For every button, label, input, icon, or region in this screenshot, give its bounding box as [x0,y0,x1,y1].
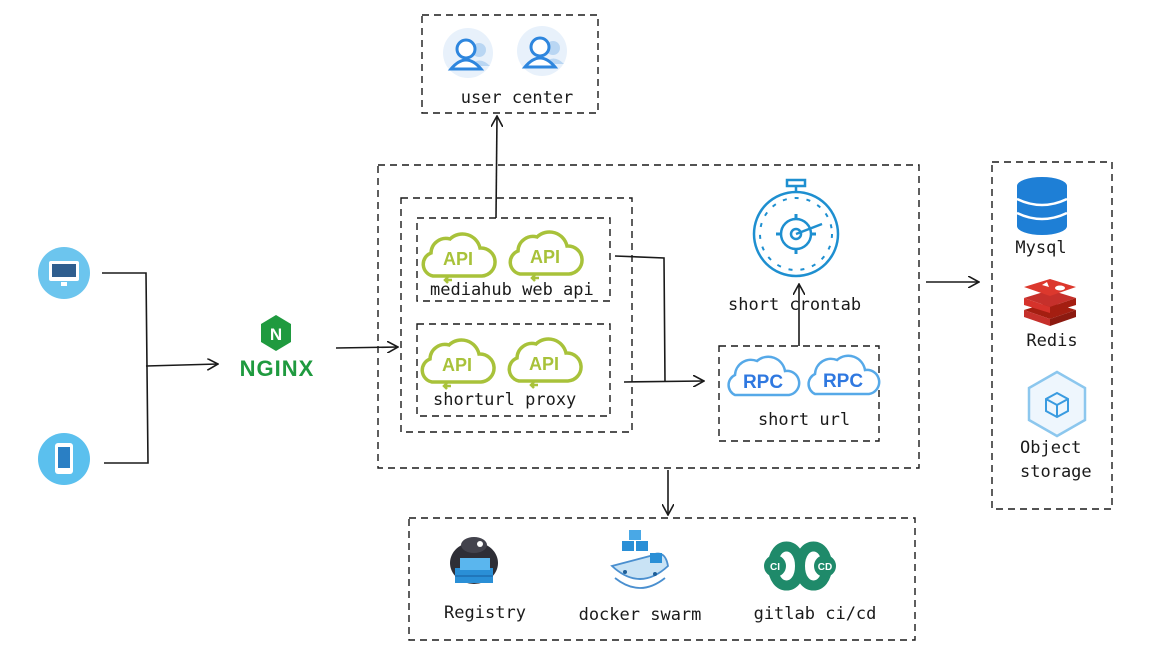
registry-icon [450,537,498,584]
object-storage-label-line2: storage [1020,462,1092,482]
user-icon-1 [441,26,495,80]
shorturl-proxy-label: shorturl proxy [433,390,577,410]
mediahub-to-rpc-line [614,255,666,383]
mediahub-api-icon-2 [508,230,584,283]
svg-text:N: N [270,325,282,344]
user-icon-2 [515,24,569,78]
proxy-to-rpc-arrow [623,381,704,382]
storage-box [991,161,1113,510]
mobile-client-icon [38,433,90,485]
nginx-wordmark: NGINX [240,356,315,381]
gateway-box [400,197,633,433]
clients-to-nginx-arrow [145,364,218,366]
redis-icon [1024,279,1076,326]
client-merge-line [102,272,149,464]
core-services-box [377,164,920,469]
mediahub-box [416,217,611,302]
svg-text:CD: CD [818,562,832,573]
proxy-api-icon-1 [420,338,496,391]
mysql-database-icon [1016,177,1068,235]
infra-box [408,517,916,641]
proxy-api-icon-2 [507,337,583,390]
nginx-to-gateway-arrow [335,347,398,348]
rpc-icon-2 [807,354,881,396]
svg-text:CI: CI [770,562,780,573]
user-center-label: user center [460,88,574,108]
short-crontab-label: short crontab [728,295,862,315]
short-url-rpc-box [718,345,880,442]
gateway-to-user-center-arrow [496,116,497,219]
docker-swarm-label: docker swarm [578,605,702,625]
object-storage-icon [1027,370,1087,438]
gitlab-ci-cd-icon: CI CD [764,541,836,591]
gitlab-ci-cd-label: gitlab ci/cd [753,604,877,624]
mediahub-label: mediahub web api [430,280,594,300]
mediahub-api-icon-1 [421,232,497,285]
short-url-label: short url [757,410,851,430]
docker-whale-icon [610,530,669,589]
object-storage-label-line1: Object [1020,438,1082,458]
stopwatch-gear-icon [752,178,840,278]
registry-label: Registry [444,603,526,623]
rpc-icon-1 [727,355,801,397]
user-center-box [421,14,599,114]
desktop-client-icon [38,247,90,299]
nginx-logo: N NGINX [240,315,315,381]
mysql-label: Mysql [1015,238,1067,258]
redis-label: Redis [1026,331,1078,351]
shorturl-proxy-box [416,323,611,417]
